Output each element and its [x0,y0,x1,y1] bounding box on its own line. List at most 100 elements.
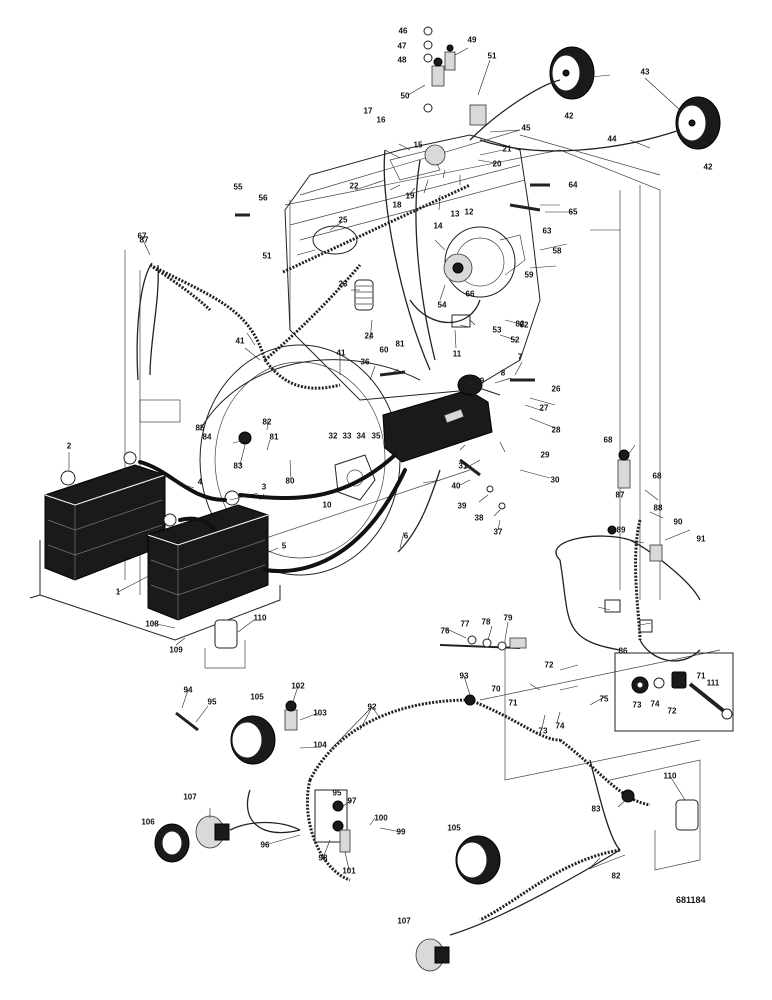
switch-assembly-87 [607,449,663,562]
callout-10: 10 [323,501,332,510]
callout-89: 89 [617,526,626,535]
callout-19: 19 [406,192,415,201]
callout-30: 30 [551,476,560,485]
callout-17: 17 [364,107,373,116]
switch-110-right [675,799,699,831]
callout-14: 14 [434,222,443,231]
callout-46: 46 [399,27,408,36]
callout-15: 15 [414,141,423,150]
callout-91: 91 [697,535,706,544]
callout-104: 104 [313,741,327,750]
switch-102 [284,700,298,731]
callout-5: 5 [282,542,287,551]
callout-labels: 1 2 3 4 5 6 7 8 9 10 11 12 13 14 15 16 1… [67,27,720,926]
callout-90: 90 [674,518,683,527]
main-harness [136,79,681,390]
callout-105b: 105 [447,824,461,833]
callout-81b: 81 [270,433,279,442]
callout-40: 40 [452,482,461,491]
callout-100: 100 [374,814,388,823]
battery-carrier [29,540,281,641]
battery-right [147,490,269,621]
callout-92: 92 [368,703,377,712]
callout-7: 7 [518,353,523,362]
callout-109: 109 [169,646,183,655]
callout-82a: 82 [516,320,525,329]
battery-left [44,451,166,581]
clip-93 [464,694,476,706]
callout-95b: 95 [333,789,342,798]
callout-75: 75 [600,695,609,704]
callout-31: 31 [459,462,468,471]
callout-9: 9 [480,377,485,386]
callout-48: 48 [398,56,407,65]
callout-12: 12 [465,208,474,217]
callout-13: 13 [451,210,460,219]
callout-68b: 68 [653,472,662,481]
callout-52: 52 [511,336,520,345]
callout-65: 65 [569,208,578,217]
callout-4: 4 [198,478,203,487]
callout-41a: 41 [236,337,245,346]
callout-72b: 72 [668,707,677,716]
callout-37: 37 [494,528,503,537]
callout-33: 33 [343,432,352,441]
switch-110-left [204,619,246,669]
callout-47: 47 [398,42,407,51]
callout-20: 20 [493,160,502,169]
callout-87b: 87 [616,491,625,500]
misc-hardware [235,183,550,651]
callout-82c: 82 [612,872,621,881]
callout-98: 98 [319,854,328,863]
callout-64: 64 [569,181,578,190]
grommet-83 [238,431,635,803]
callout-34: 34 [357,432,366,441]
callout-59: 59 [525,271,534,280]
engine-block [199,134,541,576]
callout-70: 70 [492,685,501,694]
callout-32: 32 [329,432,338,441]
callout-38: 38 [475,514,484,523]
callout-73a: 73 [539,727,548,736]
callout-44: 44 [608,135,617,144]
callout-54: 54 [438,301,447,310]
callout-78: 78 [482,618,491,627]
callout-51b: 51 [263,252,272,261]
light-105-left [230,715,276,765]
horn-lower [675,96,721,150]
callout-39: 39 [458,502,467,511]
relay-51 [469,104,487,126]
callout-49: 49 [468,36,477,45]
callout-97: 97 [348,797,357,806]
callout-1: 1 [116,588,121,597]
callout-110a: 110 [254,614,267,623]
callout-16: 16 [377,116,386,125]
callout-67: 67 [138,232,147,241]
callout-86: 86 [619,647,628,656]
callout-107b: 107 [397,917,411,926]
callout-80: 80 [286,477,295,486]
callout-27: 27 [540,404,549,413]
callout-99: 99 [397,828,406,837]
callout-84: 84 [203,433,212,442]
callout-96: 96 [261,841,270,850]
callout-79: 79 [504,614,513,623]
callout-11: 11 [453,350,462,359]
callout-35: 35 [372,432,381,441]
callout-8: 8 [501,369,506,378]
callout-45: 45 [522,124,531,133]
callout-83a: 83 [234,462,243,471]
callout-74b: 74 [651,700,660,709]
rear-harness [469,519,701,807]
callout-73b: 73 [633,701,642,710]
callout-41b: 41 [337,349,346,358]
callout-71a: 71 [509,699,518,708]
alternator [434,226,526,301]
leader-lines [68,47,691,871]
front-harness [229,698,621,936]
horn-upper [549,46,595,100]
bezel-106 [154,823,190,863]
sender-49 [444,44,456,71]
callout-58: 58 [553,247,562,256]
